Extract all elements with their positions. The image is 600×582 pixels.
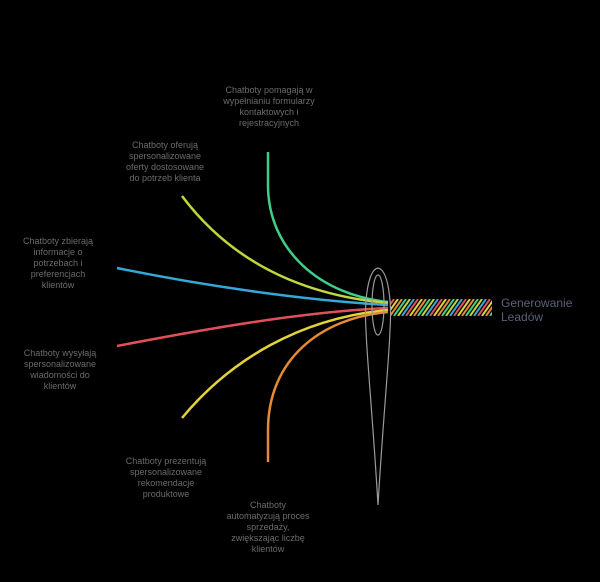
rope-strand	[441, 299, 455, 316]
rope-strand	[413, 299, 427, 316]
label-sales: Chatboty automatyzują proces sprzedaży, …	[226, 500, 310, 554]
thread-4	[181, 308, 389, 419]
rope-strand	[433, 299, 447, 316]
rope-strand	[425, 299, 439, 316]
rope-strand	[457, 299, 471, 316]
thread-2	[116, 266, 389, 307]
rope-strand	[390, 299, 403, 316]
rope-strand	[445, 299, 459, 316]
rope-strand	[409, 299, 423, 316]
rope-strand	[469, 299, 483, 316]
label-messages: Chatboty wysyłają spersonalizowane wiado…	[23, 348, 97, 391]
label-recommendations: Chatboty prezentują spersonalizowane rek…	[125, 456, 207, 499]
rope-strand	[401, 299, 415, 316]
needle	[364, 267, 392, 506]
rope-strand	[449, 299, 463, 316]
rope-strand	[390, 299, 399, 313]
rope-strand	[421, 299, 435, 316]
rope-strand	[405, 299, 419, 316]
thread-0	[266, 152, 389, 304]
rope-strand	[485, 305, 492, 316]
label-offers: Chatboty oferują spersonalizowane oferty…	[125, 140, 205, 183]
rope-strand	[429, 299, 443, 316]
rope-strand	[390, 299, 395, 307]
thread-3	[116, 306, 389, 348]
thread-1	[181, 195, 389, 305]
rope-strand	[397, 299, 411, 316]
thread-5	[266, 310, 389, 462]
rope-strand	[473, 299, 487, 316]
rope-strand	[393, 299, 407, 316]
rope-strand	[465, 299, 479, 316]
rope-strand	[481, 300, 492, 316]
rope-strand	[477, 299, 491, 316]
diagram-title: Generowanie Leadów	[501, 296, 573, 324]
rope	[390, 299, 492, 316]
rope-strand	[437, 299, 451, 316]
label-info: Chatboty zbierają informacje o potrzebac…	[22, 236, 94, 290]
label-forms: Chatboty pomagają w wypełnianiu formular…	[223, 85, 315, 128]
rope-strand	[453, 299, 467, 316]
rope-strand	[461, 299, 475, 316]
rope-strand	[417, 299, 431, 316]
